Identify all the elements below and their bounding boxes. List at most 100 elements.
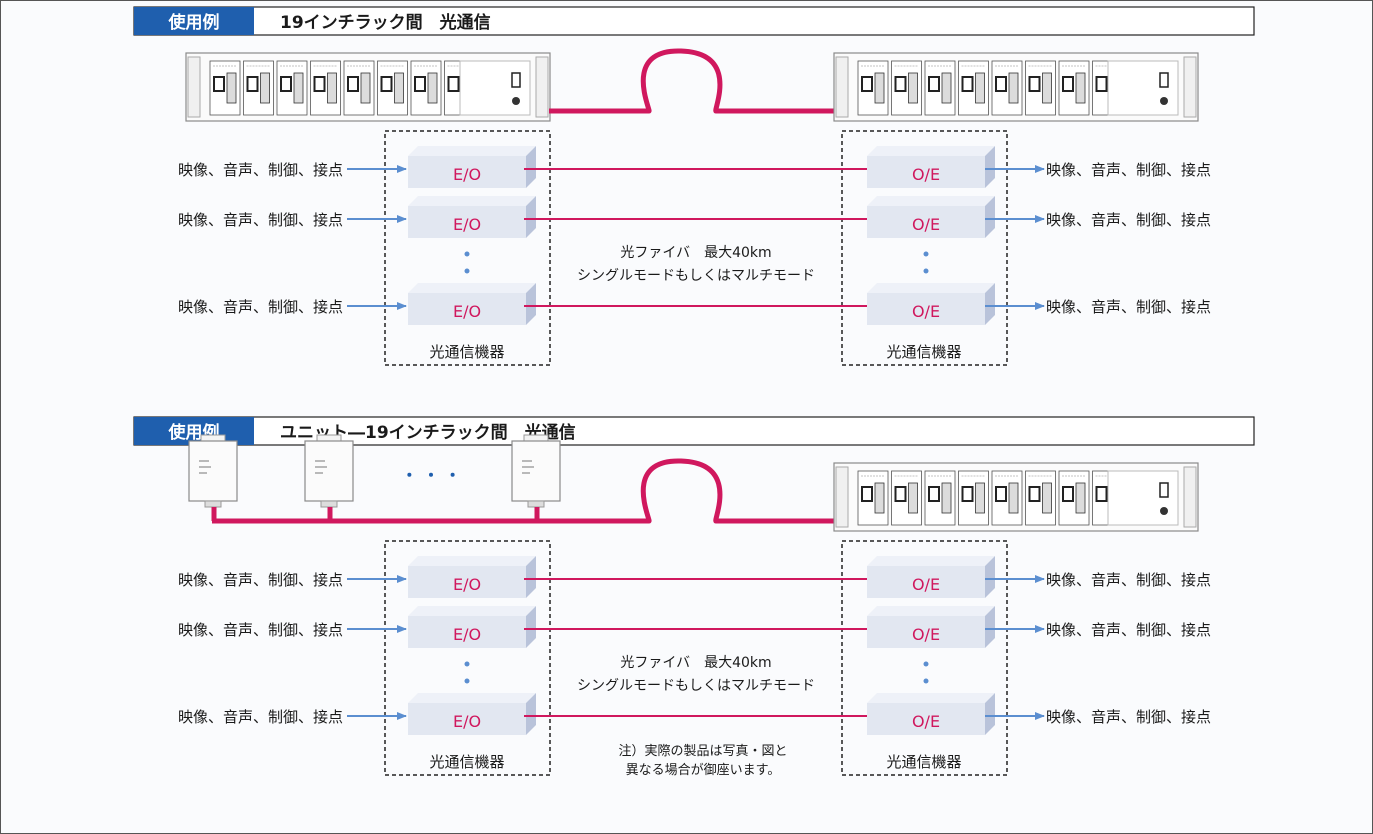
box-top-face xyxy=(867,196,995,206)
box-side-face xyxy=(985,693,995,735)
card-connector-icon xyxy=(975,482,985,514)
fiber-mode-text: シングルモードもしくはマルチモード xyxy=(577,678,815,694)
output-signal-label: 映像、音声、制御、接点 xyxy=(1046,571,1211,589)
oe-converter-label: O/E xyxy=(912,215,940,234)
box-top-face xyxy=(408,146,536,156)
oe-converter: O/E xyxy=(867,693,995,735)
card-connector-icon xyxy=(1042,482,1052,514)
input-signal-label: 映像、音声、制御、接点 xyxy=(178,621,343,639)
fiber-cable xyxy=(549,48,836,114)
device-group-left xyxy=(384,540,551,776)
box-front-face xyxy=(408,703,526,735)
box-top-face xyxy=(867,693,995,703)
continuation-dot xyxy=(923,678,929,684)
eo-converter-label: E/O xyxy=(453,215,481,234)
continuation-dot xyxy=(464,661,470,667)
rack-card xyxy=(343,60,375,116)
card-connector-icon xyxy=(874,72,885,104)
card-port-icon xyxy=(1028,76,1041,92)
power-lamp-icon xyxy=(1160,507,1168,515)
rack-card xyxy=(991,470,1023,526)
card-connector-icon xyxy=(941,72,952,104)
device-group-label-right: 光通信機器 xyxy=(886,343,961,361)
input-signal-label: 映像、音声、制御、接点 xyxy=(178,571,343,589)
card-connector-icon xyxy=(908,72,918,104)
rack-ear-right xyxy=(1183,466,1197,528)
eo-converter: E/O xyxy=(408,146,536,188)
fiber-cable xyxy=(212,458,836,524)
box-front-face xyxy=(867,293,985,325)
box-top-face xyxy=(408,283,536,293)
box-top-face xyxy=(867,146,995,156)
oe-converter: O/E xyxy=(867,556,995,598)
section-header xyxy=(133,6,1255,36)
box-top-face xyxy=(408,196,536,206)
card-connector-icon xyxy=(1075,482,1086,514)
oe-converter-label: O/E xyxy=(912,302,940,321)
standalone-unit xyxy=(304,434,354,508)
unit-continuation-dots: ・ ・ ・ xyxy=(401,466,460,485)
box-front-face xyxy=(408,566,526,598)
oe-converter: O/E xyxy=(867,606,995,648)
card-port-icon xyxy=(414,76,426,92)
power-panel xyxy=(1107,470,1179,526)
fiber-mode-text: シングルモードもしくはマルチモード xyxy=(577,268,815,284)
box-top-face xyxy=(408,556,536,566)
card-connector-icon xyxy=(427,72,438,104)
usage-example-section: 使用例ユニット―19インチラック間 光通信・ ・ ・光通信機器光通信機器映像、音… xyxy=(133,416,1255,778)
unit-body xyxy=(511,440,561,502)
eo-converter: E/O xyxy=(408,556,536,598)
card-port-icon xyxy=(380,76,393,92)
card-port-icon xyxy=(347,76,359,92)
card-port-icon xyxy=(961,76,974,92)
box-front-face xyxy=(867,156,985,188)
box-side-face xyxy=(526,556,536,598)
card-port-icon xyxy=(1095,76,1108,92)
output-signal-label: 映像、音声、制御、接点 xyxy=(1046,211,1211,229)
box-top-face xyxy=(408,693,536,703)
box-top-face xyxy=(408,606,536,616)
output-signal-label: 映像、音声、制御、接点 xyxy=(1046,298,1211,316)
unit-bottom-connector xyxy=(527,500,545,508)
continuation-dot xyxy=(464,268,470,274)
input-signal-label: 映像、音声、制御、接点 xyxy=(178,298,343,316)
device-group-label-left: 光通信機器 xyxy=(429,753,504,771)
oe-converter: O/E xyxy=(867,283,995,325)
device-group-left xyxy=(384,130,551,366)
card-connector-icon xyxy=(975,72,985,104)
unit-bottom-connector xyxy=(204,500,222,508)
section-badge xyxy=(134,7,254,35)
rack-card xyxy=(1058,60,1090,116)
card-connector-icon xyxy=(1008,482,1019,514)
rack-card xyxy=(310,60,341,116)
box-front-face xyxy=(867,616,985,648)
box-front-face xyxy=(408,293,526,325)
card-connector-icon xyxy=(1042,72,1052,104)
standalone-unit xyxy=(511,434,561,508)
card-connector-icon xyxy=(908,482,918,514)
card-port-icon xyxy=(313,76,326,92)
card-port-icon xyxy=(280,76,292,92)
box-side-face xyxy=(526,196,536,238)
rack-card xyxy=(1058,470,1090,526)
eo-converter-label: E/O xyxy=(453,625,481,644)
power-lamp-icon xyxy=(1160,97,1168,105)
continuation-dot xyxy=(923,251,929,257)
card-connector-icon xyxy=(941,482,952,514)
eo-converter: E/O xyxy=(408,283,536,325)
device-group-label-left: 光通信機器 xyxy=(429,343,504,361)
card-port-icon xyxy=(961,486,974,502)
box-front-face xyxy=(408,616,526,648)
section-title: ユニット―19インチラック間 光通信 xyxy=(280,422,576,443)
card-port-icon xyxy=(1028,486,1041,502)
card-port-icon xyxy=(1095,486,1108,502)
box-side-face xyxy=(985,196,995,238)
power-switch-icon xyxy=(1159,72,1169,88)
continuation-dot xyxy=(464,678,470,684)
oe-converter-label: O/E xyxy=(912,165,940,184)
